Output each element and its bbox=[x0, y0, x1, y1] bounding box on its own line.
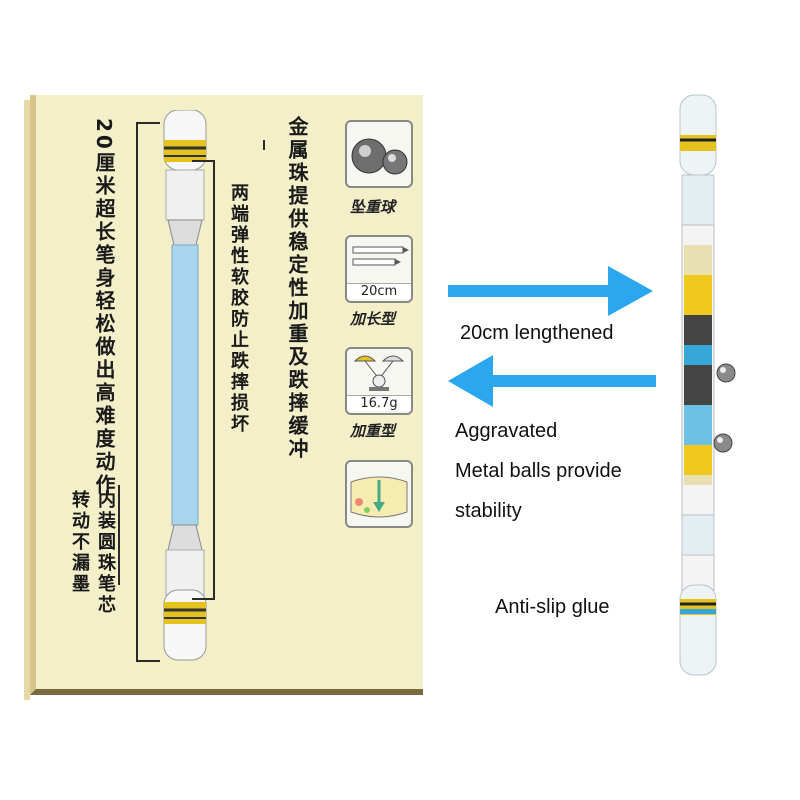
caption-metal-balls: 金属珠提供稳定性加重及跌摔缓冲 bbox=[285, 116, 309, 461]
caption-no-leak: 转动不漏墨 bbox=[69, 490, 90, 595]
metal-ball-lower bbox=[713, 433, 733, 453]
tile-soft-grip bbox=[345, 460, 413, 528]
arrow-left bbox=[448, 355, 656, 407]
tile-weight-balls bbox=[345, 120, 413, 188]
product-pen bbox=[679, 94, 736, 676]
soft-grip-icon bbox=[350, 476, 408, 518]
scale-icon bbox=[353, 355, 405, 391]
tile-weighted-value: 16.7g bbox=[347, 395, 411, 411]
bracket-left-vertical bbox=[136, 122, 138, 662]
bracket-left-top bbox=[136, 122, 160, 124]
tile-lengthened: 20cm bbox=[345, 235, 413, 303]
tile-lengthened-label: 加长型 bbox=[350, 310, 396, 328]
card-shadow bbox=[24, 100, 30, 700]
bracket-mid-bottom bbox=[192, 598, 214, 600]
bracket-right-vertical bbox=[263, 140, 265, 150]
annotation-anti-slip: Anti-slip glue bbox=[495, 596, 610, 618]
bracket-inner-vertical bbox=[118, 485, 120, 585]
tile-lengthened-value: 20cm bbox=[347, 283, 411, 299]
pen-bottom-grip bbox=[164, 602, 206, 624]
annotation-lengthened: 20cm lengthened bbox=[460, 322, 614, 344]
pencil-icon bbox=[352, 246, 409, 266]
tile-weighted: 16.7g bbox=[345, 347, 413, 415]
bracket-mid-top bbox=[192, 160, 214, 162]
caption-soft-ends: 两端弹性软胶防止跌摔损坏 bbox=[228, 183, 249, 435]
pen-bottom-cap bbox=[163, 589, 207, 661]
tile-weighted-label: 加重型 bbox=[350, 422, 396, 440]
caption-refill: 内装圆珠笔芯 bbox=[95, 490, 116, 616]
annotation-stability: stability bbox=[455, 500, 522, 522]
pen-top-grip bbox=[164, 140, 206, 162]
metal-balls-icon bbox=[351, 138, 408, 175]
annotation-aggravated: Aggravated bbox=[455, 420, 558, 442]
caption-length: 20厘米超长笔身轻松做出高难度动作 bbox=[92, 118, 116, 497]
annotation-metal-balls: Metal balls provide bbox=[455, 460, 622, 482]
metal-ball-upper bbox=[716, 363, 736, 383]
pen-diagram bbox=[163, 110, 207, 661]
pen-barrel bbox=[171, 244, 199, 526]
bracket-mid-vertical bbox=[213, 160, 215, 600]
tile-weight-balls-label: 坠重球 bbox=[350, 198, 396, 216]
arrow-right bbox=[448, 266, 653, 316]
bracket-left-bottom bbox=[136, 660, 160, 662]
